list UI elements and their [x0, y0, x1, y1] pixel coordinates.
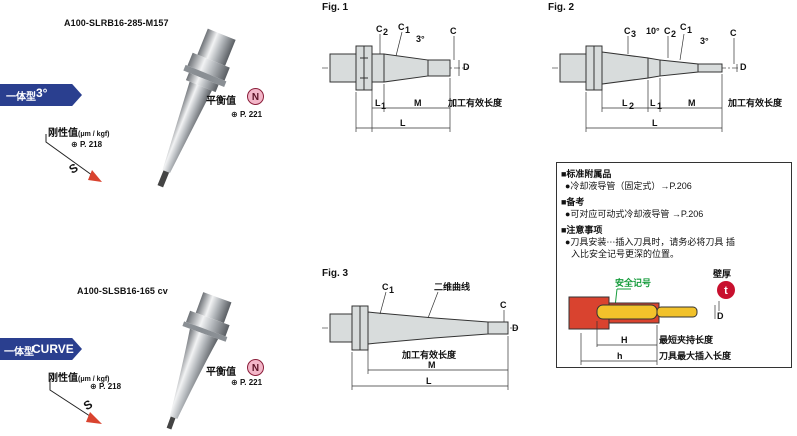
wall-badge-letter: t: [724, 285, 728, 297]
notes-heading-accessories: ■标准附属品: [561, 169, 612, 179]
balance-badge-letter: N: [251, 92, 260, 103]
svg-text:2: 2: [671, 29, 676, 39]
fig2-c-label: C: [730, 28, 737, 38]
svg-text:1: 1: [381, 101, 386, 111]
product1-rigidity-ref[interactable]: ⊕ P. 218: [71, 140, 103, 149]
notes-line-caution-2: 入比安全记号更深的位置。: [571, 249, 680, 259]
safety-mark-label: 安全记号: [615, 278, 652, 288]
insertion-diagram: D H 最短夹持长度 h 刀具最大插入长度: [568, 288, 732, 365]
svg-text:1: 1: [405, 25, 410, 35]
notes-line-caution-1: ●刀具安装⋯插入刀具时，请务必将刀具 插: [565, 237, 735, 247]
insert-d-label: D: [717, 311, 724, 321]
fig2-effective-label: 加工有效长度: [727, 97, 783, 108]
notes-line-accessories: ●冷却液导管（固定式）→P.206: [565, 181, 692, 191]
fig2-c3-label: C: [624, 26, 631, 36]
notes-line-remarks: ●可对应可动式冷却液导管 →P.206: [565, 209, 704, 219]
arrow-circle-icon: ⊕: [231, 110, 238, 119]
fig1-l-label: L: [400, 118, 406, 128]
fig2-l2-label: L: [622, 98, 628, 108]
product1-tag-value: 3°: [36, 86, 48, 100]
notes-panel: ■标准附属品 ●冷却液导管（固定式）→P.206 ■备考 ●可对应可动式冷却液导…: [556, 162, 792, 368]
min-clamp-label: 最短夹持长度: [659, 334, 714, 345]
product1-balance-label: 平衡值: [206, 96, 236, 107]
product2-balance-label: 平衡值: [206, 367, 236, 378]
product2-balance-ref[interactable]: ⊕ P. 221: [231, 378, 263, 387]
arrow-circle-icon: ⊕: [231, 378, 238, 387]
product2-rigidity-pointer: [49, 380, 102, 424]
fig3-l-label: L: [426, 376, 432, 386]
fig2-c1-label: C: [680, 22, 687, 32]
fig1-title: Fig. 1: [322, 2, 349, 13]
arrow-circle-icon: ⊕: [71, 140, 78, 149]
fig2-angle10-label: 10°: [646, 26, 660, 36]
fig2-l1-label: L: [650, 98, 656, 108]
insert-h-small-label: h: [617, 351, 623, 361]
fig3-c-label: C: [500, 300, 507, 310]
product2-balance-badge: N: [247, 359, 264, 376]
balance-badge-letter: N: [251, 363, 260, 374]
fig3-c1-label: C: [382, 282, 389, 292]
product1-holder-image: [157, 28, 236, 188]
fig3-d-label: D: [512, 323, 519, 333]
fig2-d-label: D: [740, 62, 747, 72]
svg-text:3: 3: [631, 29, 636, 39]
fig1-m-label: M: [414, 98, 422, 108]
fig1-c-label: C: [450, 26, 457, 36]
notes-heading-remarks: ■备考: [561, 197, 585, 207]
product1-model: A100-SLRB16-285-M157: [64, 18, 169, 28]
product1-tag-prefix: 一体型: [6, 92, 36, 103]
svg-text:1: 1: [687, 25, 692, 35]
svg-text:2: 2: [383, 27, 388, 37]
product2-type-tag: 一体型 CURVE: [0, 338, 82, 360]
product1-balance-ref[interactable]: ⊕ P. 221: [231, 110, 263, 119]
product2-model: A100-SLSB16-165 cv: [77, 286, 168, 296]
fig1-d-label: D: [463, 62, 470, 72]
insert-h-label: H: [621, 335, 628, 345]
fig3-m-label: M: [428, 360, 436, 370]
fig2-l-label: L: [652, 118, 658, 128]
product1-rigidity-label: 刚性值(μm / kgf): [48, 128, 110, 139]
product1-type-tag: 一体型 3°: [0, 84, 82, 106]
product2-rigidity-label: 刚性值(μm / kgf): [48, 373, 110, 384]
svg-text:1: 1: [389, 285, 394, 295]
fig1-effective-label: 加工有效长度: [447, 97, 503, 108]
notes-heading-caution: ■注意事项: [561, 225, 603, 235]
product2-holder-image: [166, 292, 232, 430]
fig1-c1-label: C: [398, 22, 405, 32]
product1-balance-badge: N: [247, 88, 264, 105]
fig1-angle-label: 3°: [416, 34, 425, 44]
svg-text:2: 2: [629, 101, 634, 111]
fig3-effective-label: 加工有效长度: [401, 349, 457, 360]
product2-rigidity-ref[interactable]: ⊕ P. 218: [90, 382, 122, 391]
arrow-circle-icon: ⊕: [90, 382, 97, 391]
product1-rigidity-pointer: [45, 134, 102, 182]
fig1-l1-label: L: [375, 98, 381, 108]
product2-tag-value: CURVE: [32, 342, 74, 356]
wall-thickness-badge: t: [717, 281, 735, 299]
fig2-angle3-label: 3°: [700, 36, 709, 46]
fig3-curve-label: 二维曲线: [434, 281, 470, 292]
product2-tag-prefix: 一体型: [4, 347, 34, 358]
svg-text:1: 1: [657, 101, 662, 111]
max-insert-label: 刀具最大插入长度: [659, 350, 732, 361]
fig3-title: Fig. 3: [322, 268, 349, 279]
fig2-title: Fig. 2: [548, 2, 575, 13]
fig1-c2-label: C: [376, 24, 383, 34]
fig2-m-label: M: [688, 98, 696, 108]
fig2-c2-label: C: [664, 26, 671, 36]
wall-thickness-label: 壁厚: [713, 269, 732, 279]
